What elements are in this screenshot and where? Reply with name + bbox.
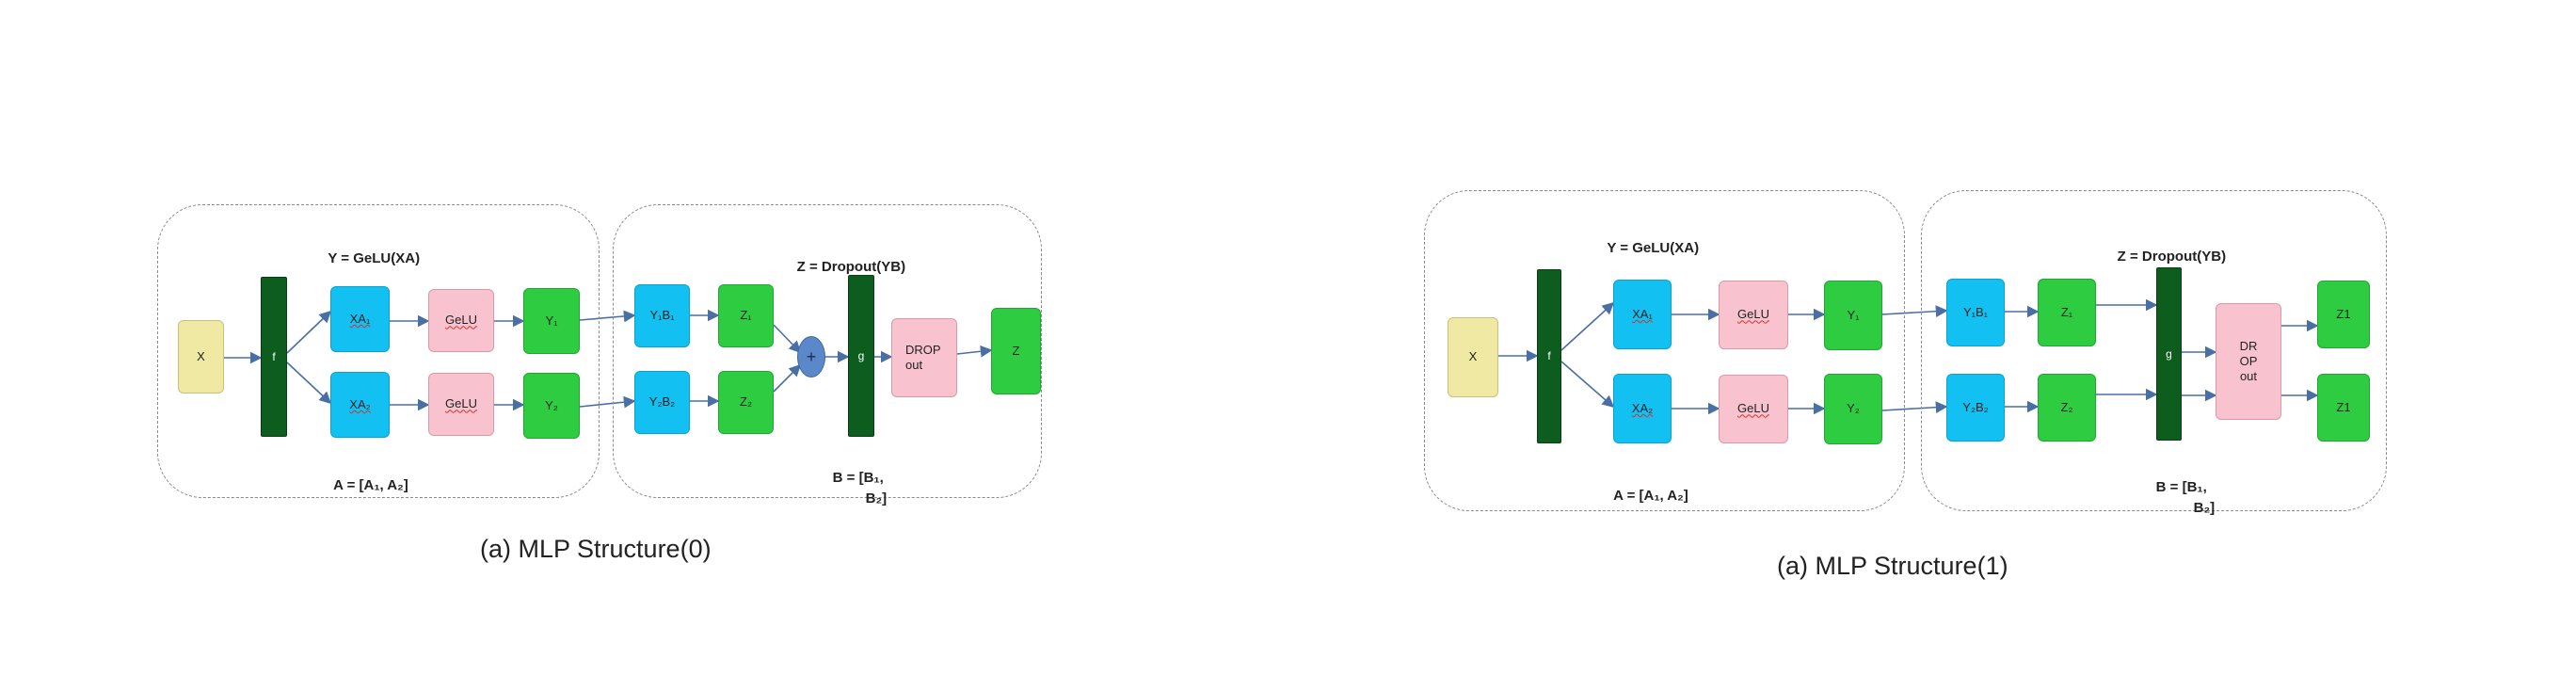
caption-mlp-structure-1: (a) MLP Structure(1) — [1777, 552, 2008, 580]
arrow-dropout-z — [956, 345, 993, 358]
y1-node: Y₁ — [523, 288, 580, 354]
input-x-node: X — [178, 320, 224, 394]
formula-b-split: B = [B₁, — [2155, 479, 2207, 495]
group-dropout-layer — [1921, 190, 2387, 511]
gelu1-node: GeLU — [428, 289, 494, 352]
arrow-y1-yb1 — [1881, 305, 1948, 318]
arrow-f-xa2 — [1560, 361, 1615, 409]
xa2-node: XA₂ — [1613, 374, 1672, 443]
group-gelu-layer — [1424, 190, 1905, 511]
dropout-node: DR OP out — [2216, 303, 2281, 420]
dropout-node: DROP out — [891, 318, 957, 397]
arrow-y2-yb2 — [1881, 401, 1948, 414]
panel-mlp-structure-0: Y = GeLU(XA) A = [A₁, A₂] Z = Dropout(YB… — [157, 204, 1042, 563]
output-z1-node-2: Z1 — [2317, 374, 2370, 442]
arrow-f-xa1 — [286, 310, 332, 354]
group-gelu-layer — [157, 204, 600, 498]
panel-mlp-structure-1: Y = GeLU(XA) A = [A₁, A₂] Z = Dropout(YB… — [1288, 0, 2576, 691]
formula-gelu: Y = GeLU(XA) — [328, 250, 421, 266]
arrow-y1-yb1 — [579, 310, 636, 323]
formula-dropout: Z = Dropout(YB) — [2117, 249, 2227, 265]
yb1-node: Y₁B₁ — [634, 284, 690, 347]
split-g-node: g — [2156, 267, 2182, 441]
yb2-node: Y₂B₂ — [1946, 374, 2005, 442]
arrow-f-xa1 — [1560, 301, 1615, 351]
sum-plus-node: + — [797, 336, 825, 378]
arrow-f-xa2 — [286, 362, 332, 405]
arrow-z1-plus — [773, 324, 802, 354]
y2-node: Y₂ — [1824, 374, 1882, 444]
y1-node: Y₁ — [1824, 281, 1882, 350]
xa1-node: XA₁ — [330, 286, 390, 352]
y2-node: Y₂ — [523, 373, 580, 439]
arrow-z2-plus — [773, 363, 802, 393]
z1-node: Z₁ — [2038, 279, 2096, 346]
formula-a-split: A = [A₁, A₂] — [1613, 488, 1688, 504]
z2-node: Z₂ — [718, 371, 774, 434]
formula-b-split-cont: B₂] — [2193, 500, 2216, 516]
gelu2-node: GeLU — [1719, 375, 1788, 443]
output-z-node: Z — [991, 308, 1041, 394]
yb2-node: Y₂B₂ — [634, 371, 690, 434]
split-f-node: f — [1537, 269, 1561, 443]
z1-node: Z₁ — [718, 284, 774, 347]
xa2-node: XA₂ — [330, 372, 390, 438]
panel0-arrows — [224, 309, 993, 411]
formula-a-split: A = [A₁, A₂] — [333, 477, 408, 493]
xa1-node: XA₁ — [1613, 280, 1672, 349]
split-f-node: f — [261, 277, 287, 437]
output-z1-node: Z1 — [2317, 281, 2370, 348]
input-x-node: X — [1448, 317, 1498, 397]
arrow-y2-yb2 — [579, 395, 636, 409]
gelu1-node: GeLU — [1719, 281, 1788, 349]
panel1-arrows — [1498, 298, 2319, 415]
yb1-node: Y₁B₁ — [1946, 279, 2005, 346]
group-dropout-layer — [613, 204, 1042, 498]
z2-node: Z₂ — [2038, 374, 2096, 442]
split-g-node: g — [848, 275, 874, 437]
formula-b-split-cont: B₂] — [865, 490, 888, 506]
gelu2-node: GeLU — [428, 373, 494, 436]
caption-mlp-structure-0: (a) MLP Structure(0) — [480, 535, 712, 563]
formula-gelu: Y = GeLU(XA) — [1607, 240, 1700, 256]
formula-dropout: Z = Dropout(YB) — [796, 259, 906, 275]
formula-b-split: B = [B₁, — [832, 470, 884, 486]
